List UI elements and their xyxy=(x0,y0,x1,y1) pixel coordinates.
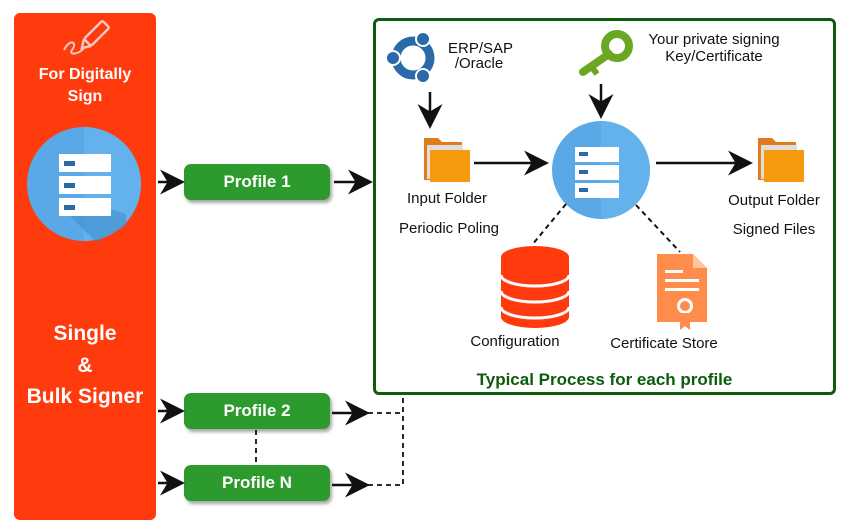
panel-title-line3: Bulk Signer xyxy=(26,385,144,408)
dashed-server-to-cert xyxy=(635,204,681,253)
key-label-line1: Your private signing xyxy=(648,31,780,48)
output-folder-label: Output Folder xyxy=(728,192,820,209)
input-folder-icon xyxy=(422,136,472,184)
signed-files-label: Signed Files xyxy=(732,221,816,238)
profile-2-button[interactable]: Profile 2 xyxy=(184,393,330,429)
server-icon xyxy=(26,126,142,242)
profile-n-button[interactable]: Profile N xyxy=(184,465,330,501)
process-caption: Typical Process for each profile xyxy=(476,370,733,389)
erp-icon xyxy=(385,28,441,84)
output-folder-icon xyxy=(756,136,806,184)
input-folder-label: Input Folder xyxy=(406,190,488,207)
key-icon xyxy=(577,28,635,78)
configuration-label: Configuration xyxy=(470,333,560,350)
certificate-icon xyxy=(655,252,709,332)
signer-panel xyxy=(14,13,156,520)
dashed-server-to-db xyxy=(531,203,567,246)
database-icon xyxy=(499,245,571,329)
dashed-profile-connector xyxy=(368,396,404,486)
erp-label-line1: ERP/SAP xyxy=(448,40,514,57)
certificate-store-label: Certificate Store xyxy=(610,335,718,352)
panel-title-line1: Single xyxy=(53,322,117,345)
panel-title-line2: & xyxy=(77,354,93,377)
profile-1-button[interactable]: Profile 1 xyxy=(184,164,330,200)
signature-pen-icon xyxy=(60,18,112,60)
key-label-line2: Key/Certificate xyxy=(665,48,763,65)
panel-header-line2: Sign xyxy=(67,88,103,105)
panel-header-line1: For Digitally xyxy=(38,66,132,83)
erp-label-line2: /Oracle xyxy=(454,55,504,72)
signing-server-icon xyxy=(551,120,651,220)
periodic-poling-label: Periodic Poling xyxy=(398,220,500,237)
